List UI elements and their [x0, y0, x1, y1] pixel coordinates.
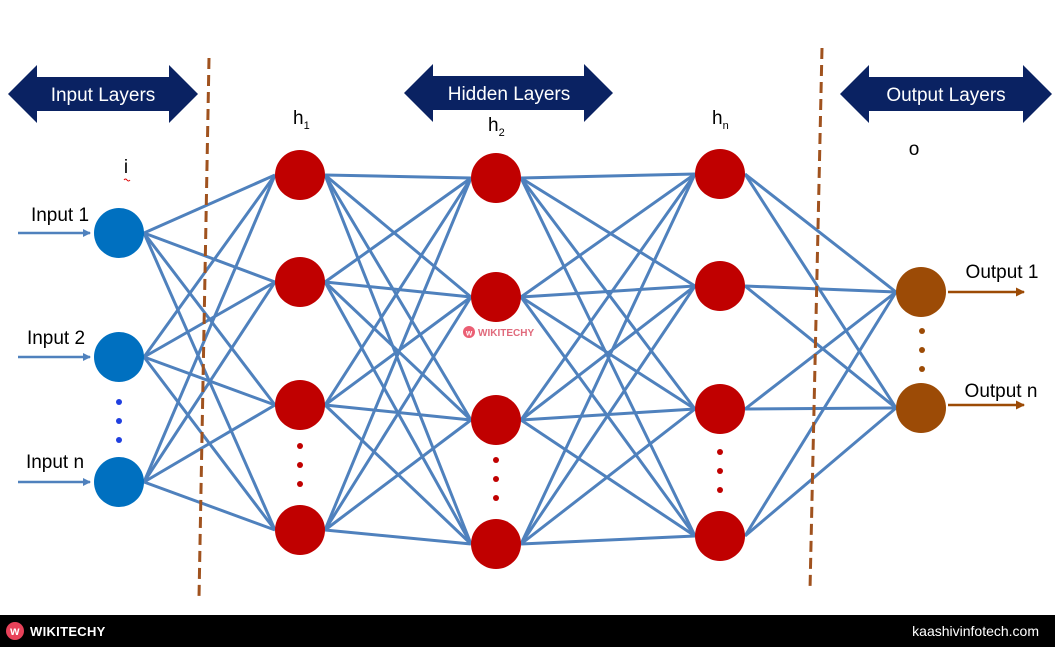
hidden-1-node-1: [275, 150, 325, 200]
edge-hidden-1-1-to-hidden-2-2: [324, 173, 472, 299]
edge-hidden-1-1-to-hidden-2-1: [324, 173, 472, 180]
input-hidden-divider: [197, 57, 211, 599]
hidden-layers-label: Hidden Layers: [448, 84, 571, 105]
hidden-layers-arrow: Hidden Layers: [404, 64, 613, 122]
watermark: w WIKITECHY: [463, 326, 534, 339]
edge-input-3-to-hidden-1-3: [143, 403, 276, 484]
spellcheck-squiggle: [123, 178, 131, 182]
hidden-n-node-2: [695, 261, 745, 311]
output-1-label: Output 1: [966, 262, 1039, 283]
input-layers-label: Input Layers: [51, 85, 156, 106]
input-layers-arrow: Input Layers: [8, 65, 198, 123]
edge-hidden-n-3-to-output-1: [744, 290, 897, 411]
output-ellipsis: [919, 328, 925, 372]
edge-input-2-to-hidden-1-1: [142, 174, 277, 358]
footer-site-link[interactable]: kaashivinfotech.com: [912, 623, 1039, 639]
edge-hidden-1-2-to-hidden-2-1: [324, 176, 472, 284]
hidden-2-ellipsis: [493, 457, 499, 501]
edge-hidden-2-4-to-hidden-n-1: [519, 173, 697, 545]
output-n-label: Output n: [965, 381, 1038, 402]
edge-hidden-n-4-to-output-2: [744, 406, 897, 538]
hidden-2-node-3: [471, 395, 521, 445]
connections: [142, 172, 898, 546]
input-1-label: Input 1: [31, 205, 89, 226]
edge-input-1-to-hidden-1-2: [143, 231, 276, 284]
hidden-n-ellipsis: [717, 449, 723, 493]
edge-hidden-2-1-to-hidden-n-3: [519, 177, 697, 410]
output-layers-label: Output Layers: [886, 85, 1005, 106]
output-node-2: [896, 383, 946, 433]
svg-text:w: w: [465, 329, 473, 338]
input-node-2: [94, 332, 144, 382]
nodes: [94, 149, 946, 569]
edge-hidden-2-2-to-hidden-n-1: [520, 172, 696, 299]
edge-hidden-2-4-to-hidden-n-3: [520, 407, 696, 546]
footer-brand: w WIKITECHY: [6, 622, 106, 640]
input-ellipsis: [116, 399, 122, 443]
edge-hidden-1-1-to-hidden-2-4: [323, 174, 473, 545]
edge-hidden-1-1-to-hidden-2-3: [323, 174, 473, 421]
output-layer-label: o: [909, 139, 920, 160]
hidden-layer-n-label: hn: [712, 108, 729, 132]
edge-hidden-n-3-to-output-2: [744, 406, 897, 411]
hidden-n-node-3: [695, 384, 745, 434]
edge-hidden-n-1-to-output-2: [743, 173, 898, 409]
hidden-1-node-4: [275, 505, 325, 555]
hidden-1-node-2: [275, 257, 325, 307]
edge-hidden-1-3-to-hidden-2-1: [323, 177, 473, 406]
edge-hidden-2-3-to-hidden-n-1: [519, 173, 697, 421]
edge-hidden-n-2-to-output-2: [744, 284, 897, 410]
edge-input-3-to-hidden-1-2: [142, 281, 277, 483]
edge-hidden-2-4-to-hidden-n-4: [520, 534, 696, 546]
edge-hidden-2-1-to-hidden-n-1: [520, 172, 696, 180]
input-2-label: Input 2: [27, 328, 85, 349]
hidden-n-node-4: [695, 511, 745, 561]
edge-hidden-1-4-to-hidden-2-1: [323, 177, 473, 531]
footer-brand-text: WIKITECHY: [30, 623, 106, 639]
edge-hidden-n-4-to-output-1: [743, 291, 898, 537]
edge-hidden-2-2-to-hidden-n-2: [520, 284, 696, 299]
edge-input-2-to-hidden-1-2: [143, 280, 276, 359]
edge-hidden-1-4-to-hidden-2-3: [324, 418, 472, 532]
edge-input-1-to-hidden-1-1: [143, 173, 276, 235]
footer-bar: w WIKITECHY kaashivinfotech.com: [0, 615, 1055, 647]
edge-input-3-to-hidden-1-1: [142, 174, 277, 483]
hidden-2-node-1: [471, 153, 521, 203]
hidden-layer-2-label: h2: [488, 115, 505, 139]
hidden-n-node-1: [695, 149, 745, 199]
edge-hidden-1-4-to-hidden-2-2: [323, 296, 473, 531]
wikitechy-logo-icon: w: [6, 622, 24, 640]
edge-hidden-n-1-to-output-1: [744, 172, 897, 294]
edge-input-3-to-hidden-1-4: [143, 480, 276, 532]
edge-hidden-n-2-to-output-1: [744, 284, 897, 294]
hidden-1-ellipsis: [297, 443, 303, 487]
output-layers-arrow: Output Layers: [840, 65, 1052, 123]
input-node-3: [94, 457, 144, 507]
hidden-2-node-4: [471, 519, 521, 569]
edge-hidden-2-1-to-hidden-n-2: [520, 176, 696, 288]
output-node-1: [896, 267, 946, 317]
hidden-2-node-2: [471, 272, 521, 322]
edge-hidden-2-3-to-hidden-n-2: [520, 284, 696, 422]
hidden-layer-1-label: h1: [293, 108, 310, 132]
hidden-1-node-3: [275, 380, 325, 430]
input-layer-label: i: [124, 157, 128, 178]
input-node-1: [94, 208, 144, 258]
edge-hidden-2-4-to-hidden-n-2: [519, 285, 697, 545]
input-n-label: Input n: [26, 452, 84, 473]
edge-hidden-1-4-to-hidden-2-4: [324, 528, 472, 546]
hidden-output-divider: [808, 47, 824, 591]
watermark-text: WIKITECHY: [478, 328, 534, 339]
